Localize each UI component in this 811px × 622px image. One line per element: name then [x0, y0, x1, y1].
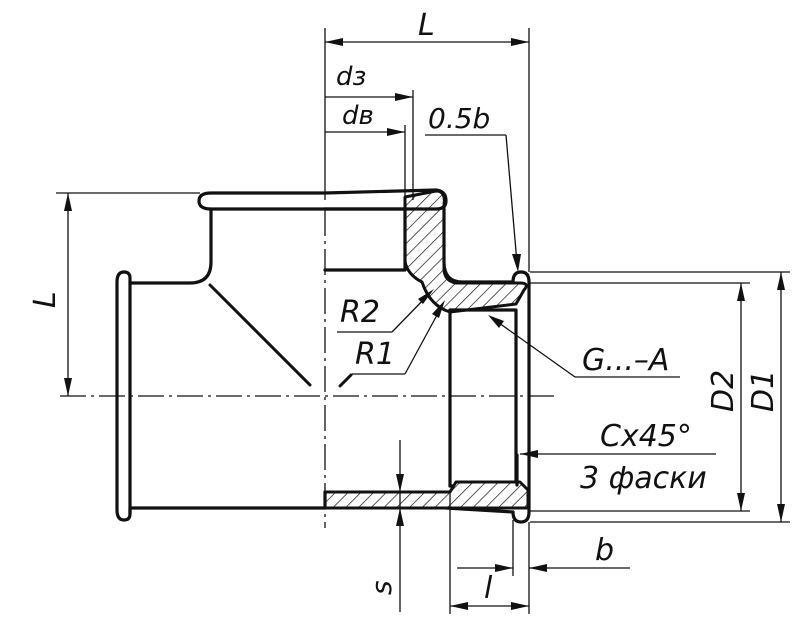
label-half-b: 0.5b: [428, 102, 490, 135]
leader-radii: [337, 289, 445, 375]
label-R2: R2: [340, 295, 380, 330]
dimension-L-left: [56, 192, 200, 396]
dimension-D2-D1: [530, 271, 790, 523]
center-lines: [60, 210, 556, 528]
label-D1: D1: [746, 370, 781, 412]
dimension-s: [396, 440, 404, 612]
dimension-L-top: [324, 28, 530, 272]
label-R1: R1: [355, 337, 395, 372]
label-thread: G...–A: [582, 343, 669, 378]
label-d-v: dв: [342, 101, 374, 131]
dimension-b: [457, 520, 630, 576]
dimension-l: [449, 490, 530, 614]
label-d-z: dз: [336, 62, 366, 92]
label-D2: D2: [706, 370, 741, 412]
leader-half-b: [425, 134, 521, 272]
section-view: [323, 188, 531, 524]
label-l: l: [484, 571, 493, 606]
dimension-dz-dv: [325, 90, 414, 200]
leader-thread: [488, 315, 680, 378]
label-chamfer-1: Cx45°: [600, 419, 692, 454]
label-s: s: [365, 580, 398, 595]
body-outline: [115, 191, 353, 522]
leader-chamfer: [520, 450, 716, 458]
label-L-left: L: [28, 291, 63, 308]
label-L-top: L: [418, 8, 435, 43]
label-chamfer-2: 3 фаски: [580, 461, 707, 496]
label-b: b: [595, 533, 614, 568]
